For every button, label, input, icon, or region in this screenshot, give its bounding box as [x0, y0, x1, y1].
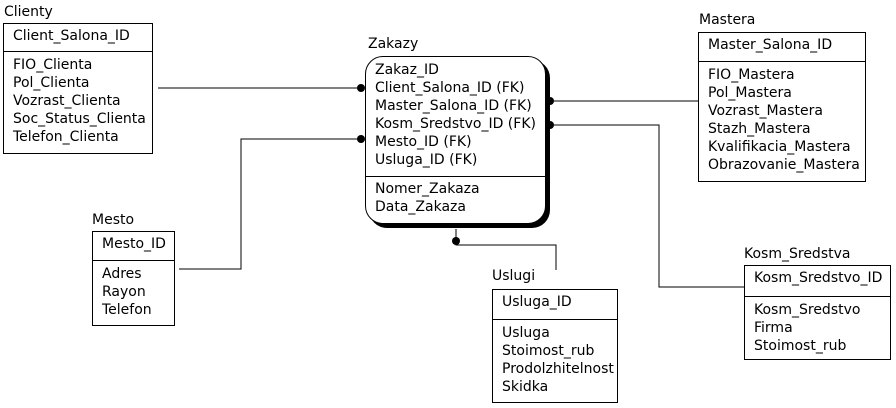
entity-title-kosm-sredstva: Kosm_Sredstva [744, 246, 851, 262]
rel-kosm-zakazy [550, 124, 745, 288]
entity-key: Client_Salona_ID (FK) [375, 80, 525, 96]
entity-keys-zakazy: Zakaz_ID Client_Salona_ID (FK) Master_Sa… [366, 57, 545, 177]
entity-key-mesto: Mesto_ID [93, 232, 174, 261]
entity-title-uslugi: Uslugi [492, 268, 536, 284]
entity-title-mastera: Mastera [699, 12, 756, 28]
entity-attr: Kosm_Sredstvo [754, 302, 861, 318]
entity-mesto[interactable]: Mesto_ID Adres Rayon Telefon [92, 231, 175, 326]
entity-kosm-sredstva[interactable]: Kosm_Sredstvo_ID Kosm_Sredstvo Firma Sto… [744, 265, 891, 360]
entity-mastera[interactable]: Master_Salona_ID FIO_Mastera Pol_Mastera… [698, 32, 866, 182]
rel-dot-clienty [357, 84, 365, 92]
rel-dot-mesto [357, 135, 365, 143]
entity-key: Usluga_ID (FK) [375, 152, 478, 168]
entity-attr: Vozrast_Clienta [13, 93, 121, 109]
entity-attr: Obrazovanie_Mastera [708, 157, 860, 173]
rel-dot-mastera [546, 97, 554, 105]
entity-attr: Soc_Status_Clienta [13, 111, 146, 127]
entity-attr: Skidka [502, 379, 549, 395]
entity-attr: Stoimost_rub [754, 338, 847, 354]
entity-attr: Kvalifikacia_Mastera [708, 139, 851, 155]
entity-attr: Pol_Clienta [13, 75, 90, 91]
entity-attr: FIO_Clienta [13, 57, 93, 73]
entity-clienty[interactable]: Client_Salona_ID FIO_Clienta Pol_Clienta… [3, 23, 153, 154]
entity-key: Kosm_Sredstvo_ID (FK) [375, 116, 536, 132]
entity-attr: Adres [102, 266, 142, 282]
entity-attr: Telefon [102, 302, 152, 318]
entity-key-mastera: Master_Salona_ID [699, 33, 865, 62]
entity-attr: Usluga [502, 325, 550, 341]
entity-title-zakazy: Zakazy [368, 36, 419, 52]
rel-mesto-zakazy [179, 138, 361, 270]
entity-attr: Vozrast_Mastera [708, 103, 823, 119]
entity-attr: Stazh_Mastera [708, 121, 811, 137]
entity-key: Mesto_ID (FK) [375, 134, 472, 150]
rel-dot-uslugi [452, 237, 460, 245]
entity-attr: Telefon_Clienta [13, 129, 119, 145]
entity-attr: Firma [754, 320, 793, 336]
entity-key: Zakaz_ID [375, 62, 439, 78]
entity-attr: Stoimost_rub [502, 343, 595, 359]
rel-dot-kosm [546, 121, 554, 129]
entity-key-kosm-sredstva: Kosm_Sredstvo_ID [745, 266, 890, 297]
entity-attr: Rayon [102, 284, 146, 300]
entity-key-clienty: Client_Salona_ID [4, 24, 152, 52]
entity-attr: FIO_Mastera [708, 67, 795, 83]
entity-title-mesto: Mesto [92, 212, 135, 228]
entity-attr: Data_Zakaza [375, 199, 466, 215]
entity-uslugi[interactable]: Usluga_ID Usluga Stoimost_rub Prodolzhit… [492, 289, 618, 403]
rel-uslugi-zakazy [455, 229, 557, 270]
entity-attr: Prodolzhitelnost [502, 361, 614, 377]
entity-zakazy[interactable]: Zakaz_ID Client_Salona_ID (FK) Master_Sa… [365, 56, 546, 224]
entity-title-clienty: Clienty [4, 4, 53, 20]
entity-key: Master_Salona_ID (FK) [375, 98, 532, 114]
entity-attr: Nomer_Zakaza [375, 181, 480, 197]
entity-attr: Pol_Mastera [708, 85, 792, 101]
entity-key-uslugi: Usluga_ID [493, 290, 617, 320]
